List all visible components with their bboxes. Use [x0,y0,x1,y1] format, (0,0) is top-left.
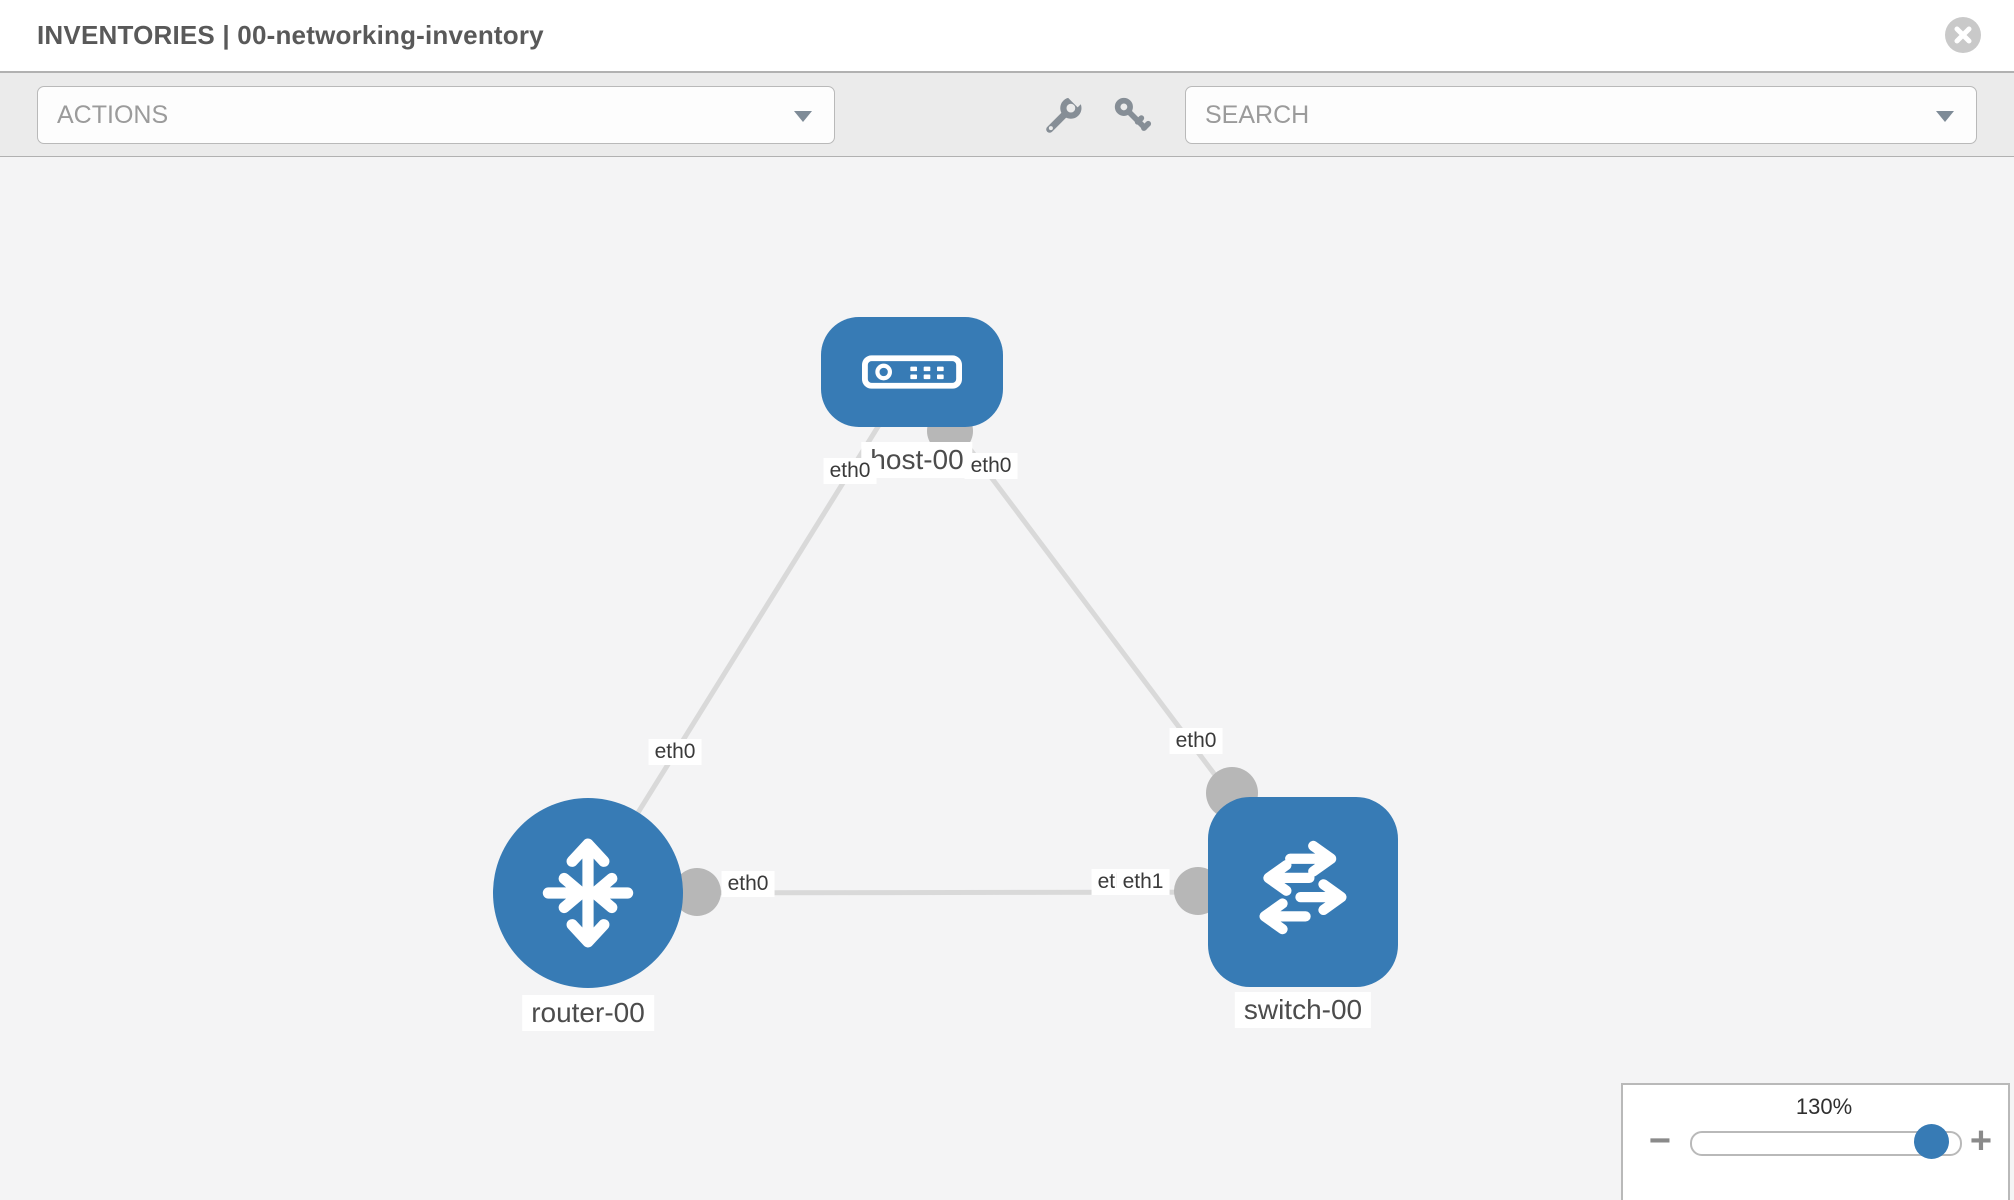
host-icon [862,355,962,389]
if-label-switch-eth1: eth1 [1116,869,1170,895]
zoom-in-button[interactable]: + [1969,1120,1993,1162]
interface-circle-router-right [673,868,721,916]
search-select[interactable]: SEARCH [1185,86,1977,144]
zoom-level: 130% [1795,1094,1853,1119]
zoom-slider[interactable] [1690,1124,1962,1159]
if-label-host-to-router: eth0 [823,458,877,484]
close-icon [1954,26,1972,44]
node-label-host: host-00 [861,442,973,478]
page-title: INVENTORIES | 00-networking-inventory [37,20,544,50]
search-select-label: SEARCH [1205,100,1310,129]
node-switch[interactable] [1208,797,1398,987]
if-label-router-to-switch: eth0 [721,871,775,897]
tools-button[interactable] [1044,90,1085,135]
zoom-panel: 130% − + [1621,1083,2010,1200]
topology-links-layer [585,370,1305,916]
if-label-host-to-switch: eth0 [964,453,1018,479]
node-label-router: router-00 [522,995,654,1031]
toolbar: ACTIONS SEARCH [0,73,2014,157]
credentials-button[interactable] [1112,95,1152,135]
zoom-out-button[interactable]: − [1648,1120,1672,1162]
chevron-down-icon [794,111,812,122]
key-icon [1114,97,1152,131]
router-icon [542,838,634,948]
zoom-slider-knob[interactable] [1914,1124,1949,1159]
actions-select[interactable]: ACTIONS [37,86,835,144]
close-button[interactable] [1945,17,1981,53]
node-host[interactable] [821,317,1003,427]
node-router[interactable] [493,798,683,988]
node-label-switch: switch-00 [1234,992,1372,1028]
chevron-down-icon [1936,111,1954,122]
switch-icon [1259,840,1347,935]
if-label-switch-to-host: eth0 [1169,728,1223,754]
if-label-router-to-host: eth0 [648,739,702,765]
topology-canvas: host-00 router-00 switch-00 eth0 eth0 et… [0,157,2014,1200]
wrench-icon [1046,90,1085,133]
header-bar: INVENTORIES | 00-networking-inventory [0,0,2014,73]
actions-select-label: ACTIONS [57,100,169,129]
